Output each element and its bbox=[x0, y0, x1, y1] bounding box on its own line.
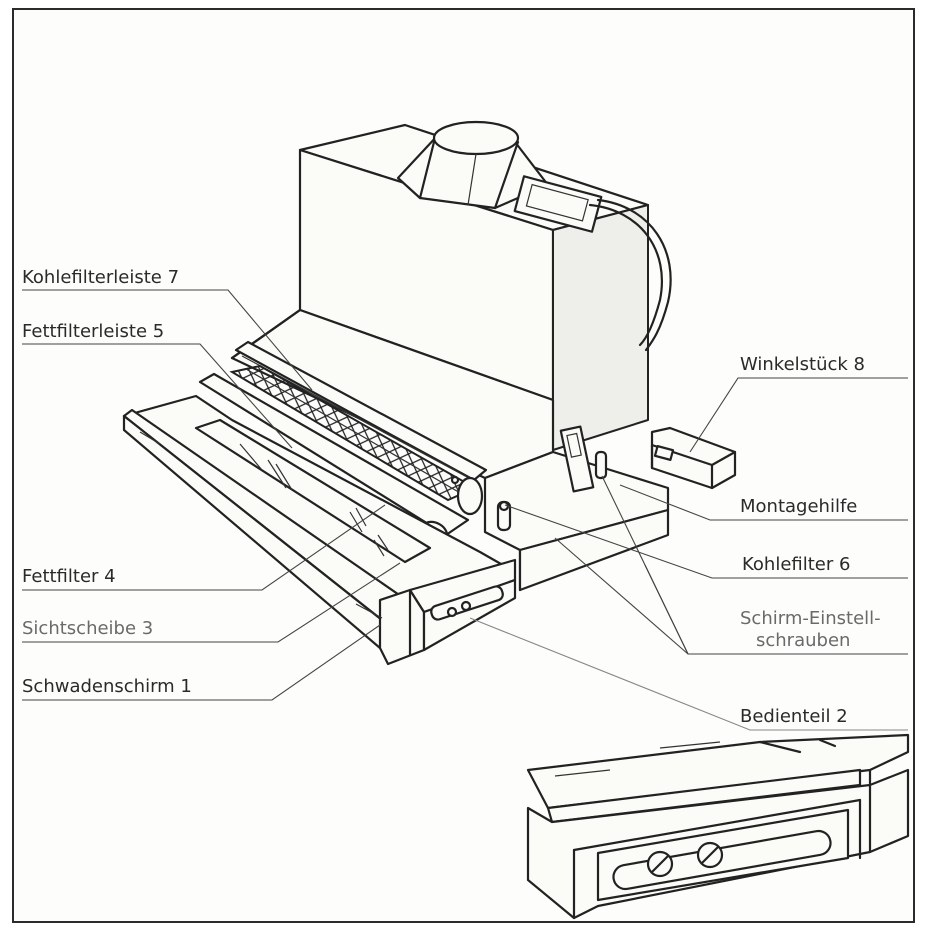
exhaust-outlet bbox=[396, 120, 603, 233]
power-cable-outline bbox=[596, 198, 672, 352]
label-bedienteil: Bedienteil 2 bbox=[740, 706, 848, 727]
leader-kohlefilter bbox=[504, 504, 908, 579]
leader-kohlefilterleiste bbox=[22, 289, 313, 391]
leader-schwadenschirm bbox=[22, 624, 381, 701]
power-cable bbox=[588, 203, 663, 347]
side-hardware bbox=[496, 425, 608, 532]
leader-sichtscheibe bbox=[22, 562, 401, 643]
label-leaders bbox=[22, 289, 908, 731]
labels: Kohlefilterleiste 7 Fettfilterleiste 5 W… bbox=[22, 267, 881, 727]
label-kohlefilterleiste: Kohlefilterleiste 7 bbox=[22, 267, 179, 288]
label-schirm-line1: Schirm-Einstell- bbox=[740, 608, 881, 629]
label-schwadenschirm: Schwadenschirm 1 bbox=[22, 676, 192, 697]
leader-schirm-2 bbox=[554, 537, 689, 655]
label-winkelstueck: Winkelstück 8 bbox=[740, 354, 865, 375]
control-panel-detail bbox=[526, 733, 910, 920]
leader-bedienteil bbox=[469, 617, 908, 731]
angle-bracket-part bbox=[650, 426, 737, 490]
label-kohlefilter: Kohlefilter 6 bbox=[742, 554, 850, 575]
leader-fettfilterleiste bbox=[22, 343, 293, 449]
label-sichtscheibe: Sichtscheibe 3 bbox=[22, 618, 153, 639]
leader-winkelstueck bbox=[689, 377, 908, 453]
leader-fettfilter bbox=[22, 504, 386, 591]
label-schirm-line2: schrauben bbox=[756, 630, 850, 651]
label-fettfilter: Fettfilter 4 bbox=[22, 566, 116, 587]
label-montagehilfe: Montagehilfe bbox=[740, 496, 857, 517]
glass-pane bbox=[139, 418, 432, 619]
leader-schirm-3 bbox=[601, 475, 689, 655]
label-fettfilterleiste: Fettfilterleiste 5 bbox=[22, 321, 164, 342]
leader-montagehilfe bbox=[619, 484, 908, 521]
